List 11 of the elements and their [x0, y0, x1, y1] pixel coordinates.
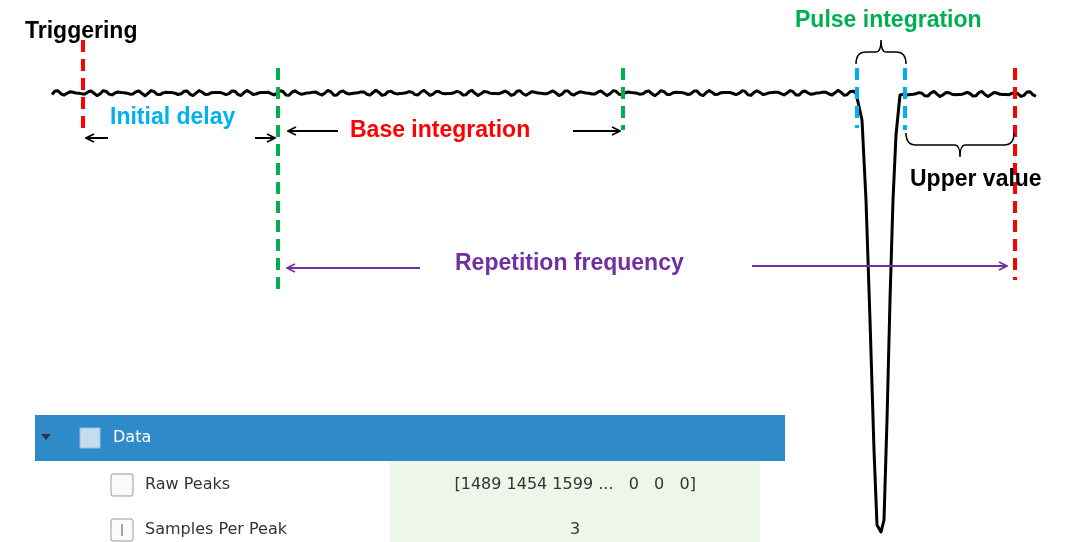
annotation-label: Base integration: [350, 116, 531, 143]
property-value: [1489 1454 1599 ... 0 0 0]: [454, 475, 696, 494]
property-name: Raw Peaks: [145, 475, 231, 494]
annotation-label: Initial delay: [110, 103, 236, 130]
annotation-label: Triggering: [25, 17, 138, 44]
property-name: Samples Per Peak: [145, 520, 287, 539]
annotation-label: Repetition frequency: [455, 249, 684, 276]
annotation-label: Upper value: [910, 165, 1042, 192]
property-value: 3: [570, 520, 581, 539]
annotation-label: Pulse integration: [795, 6, 982, 33]
table-heading: Data: [113, 428, 152, 447]
